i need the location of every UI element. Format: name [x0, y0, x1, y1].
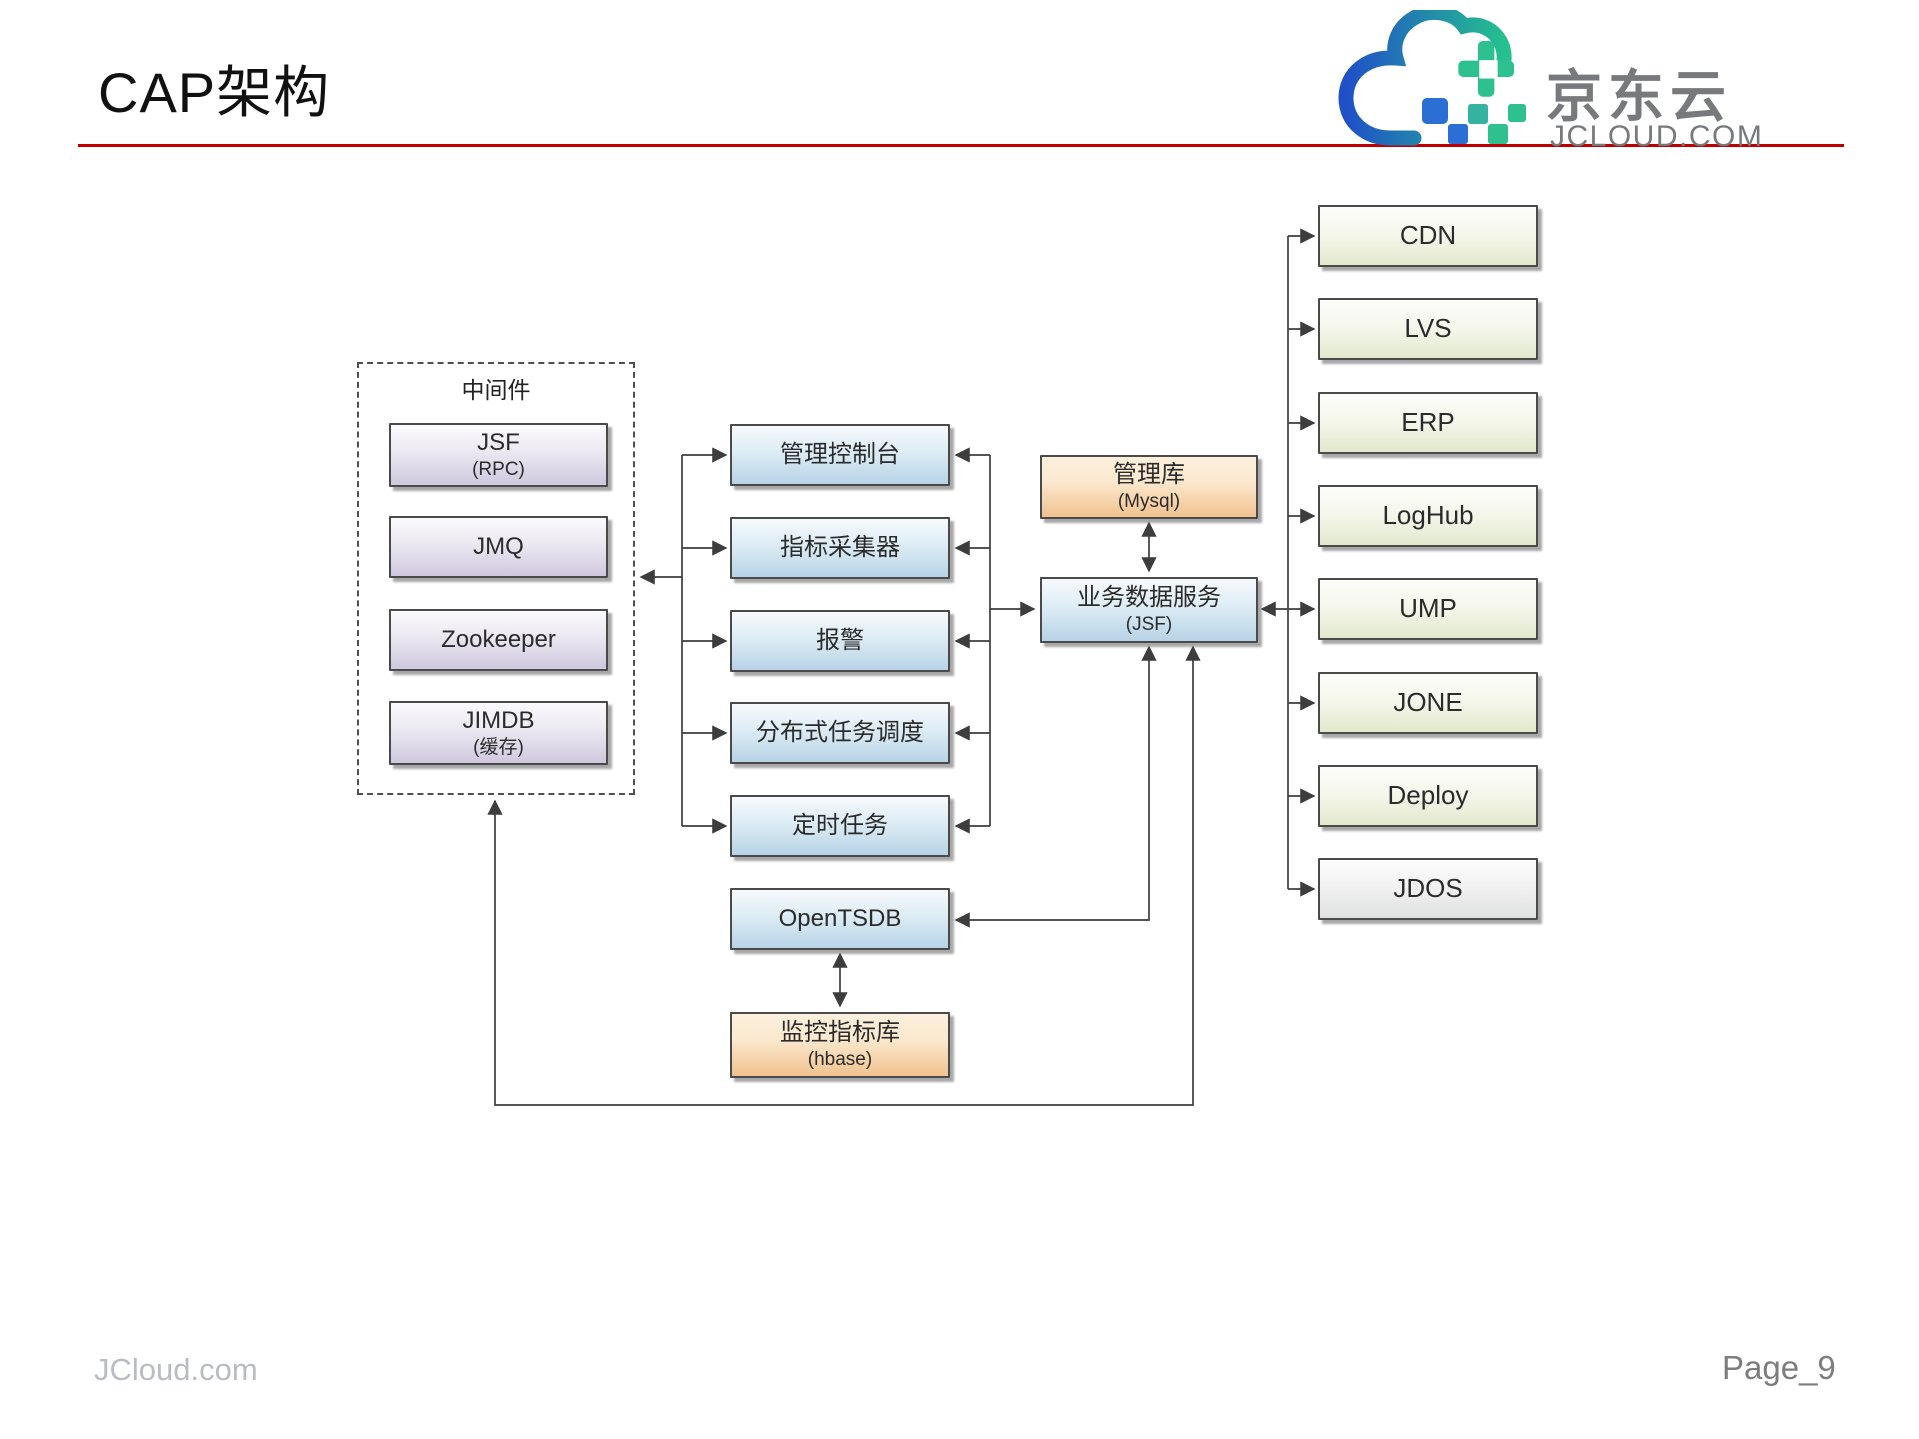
node-cdn: CDN [1318, 205, 1538, 267]
node-title: LogHub [1382, 500, 1474, 531]
node-jsf-rpc: JSF (RPC) [389, 423, 608, 487]
node-distributed-scheduler: 分布式任务调度 [730, 702, 950, 764]
page-title: CAP架构 [98, 61, 331, 124]
node-title: 报警 [816, 627, 864, 655]
node-title: JSF [477, 429, 520, 457]
node-jimdb: JIMDB (缓存) [389, 701, 608, 765]
node-title: 监控指标库 [780, 1019, 900, 1047]
cloud-icon [1338, 10, 1526, 146]
node-title: JIMDB [462, 707, 535, 735]
node-jmq: JMQ [389, 516, 608, 578]
node-subtitle: (缓存) [473, 736, 524, 758]
node-deploy: Deploy [1318, 765, 1538, 827]
node-subtitle: (RPC) [472, 458, 525, 480]
node-subtitle: (hbase) [807, 1048, 873, 1070]
node-title: 管理库 [1113, 461, 1185, 489]
node-title: 指标采集器 [780, 534, 900, 562]
footer-site: JCloud.com [94, 1352, 258, 1387]
node-title: OpenTSDB [778, 905, 902, 933]
node-title: 业务数据服务 [1077, 584, 1221, 612]
brand-name: 京东云 [1546, 65, 1732, 128]
node-alarm: 报警 [730, 610, 950, 672]
node-lvs: LVS [1318, 298, 1538, 360]
node-title: Zookeeper [441, 626, 556, 654]
node-title: JONE [1393, 687, 1463, 718]
node-jdos: JDOS [1318, 858, 1538, 920]
jcloud-logo: 京东云 JCLOUD.COM [1318, 8, 1818, 153]
node-title: 分布式任务调度 [756, 719, 924, 747]
node-title: JDOS [1393, 873, 1463, 904]
brand-domain: JCLOUD.COM [1550, 120, 1764, 153]
node-title: CDN [1399, 220, 1457, 251]
node-metric-collector: 指标采集器 [730, 517, 950, 579]
node-title: 定时任务 [792, 812, 888, 840]
node-erp: ERP [1318, 392, 1538, 454]
middleware-group-label: 中间件 [461, 377, 531, 403]
node-title: Deploy [1387, 780, 1469, 811]
node-title: ERP [1401, 407, 1455, 438]
node-loghub: LogHub [1318, 485, 1538, 547]
node-admin-console: 管理控制台 [730, 424, 950, 486]
node-business-data-service: 业务数据服务 (JSF) [1040, 577, 1258, 643]
node-timed-task: 定时任务 [730, 795, 950, 857]
node-title: 管理控制台 [780, 441, 900, 469]
node-admin-db-mysql: 管理库 (Mysql) [1040, 455, 1258, 519]
node-title: JMQ [473, 533, 524, 561]
title-divider [78, 144, 1844, 147]
node-ump: UMP [1318, 578, 1538, 640]
node-subtitle: (JSF) [1125, 613, 1173, 635]
node-opentsdb: OpenTSDB [730, 888, 950, 950]
node-title: LVS [1404, 313, 1452, 344]
node-metric-store-hbase: 监控指标库 (hbase) [730, 1012, 950, 1078]
node-subtitle: (Mysql) [1117, 490, 1181, 512]
node-zookeeper: Zookeeper [389, 609, 608, 671]
middleware-group: 中间件 [357, 362, 635, 795]
node-title: UMP [1399, 593, 1457, 624]
node-jone: JONE [1318, 672, 1538, 734]
footer-page-number: Page_9 [1722, 1349, 1836, 1386]
